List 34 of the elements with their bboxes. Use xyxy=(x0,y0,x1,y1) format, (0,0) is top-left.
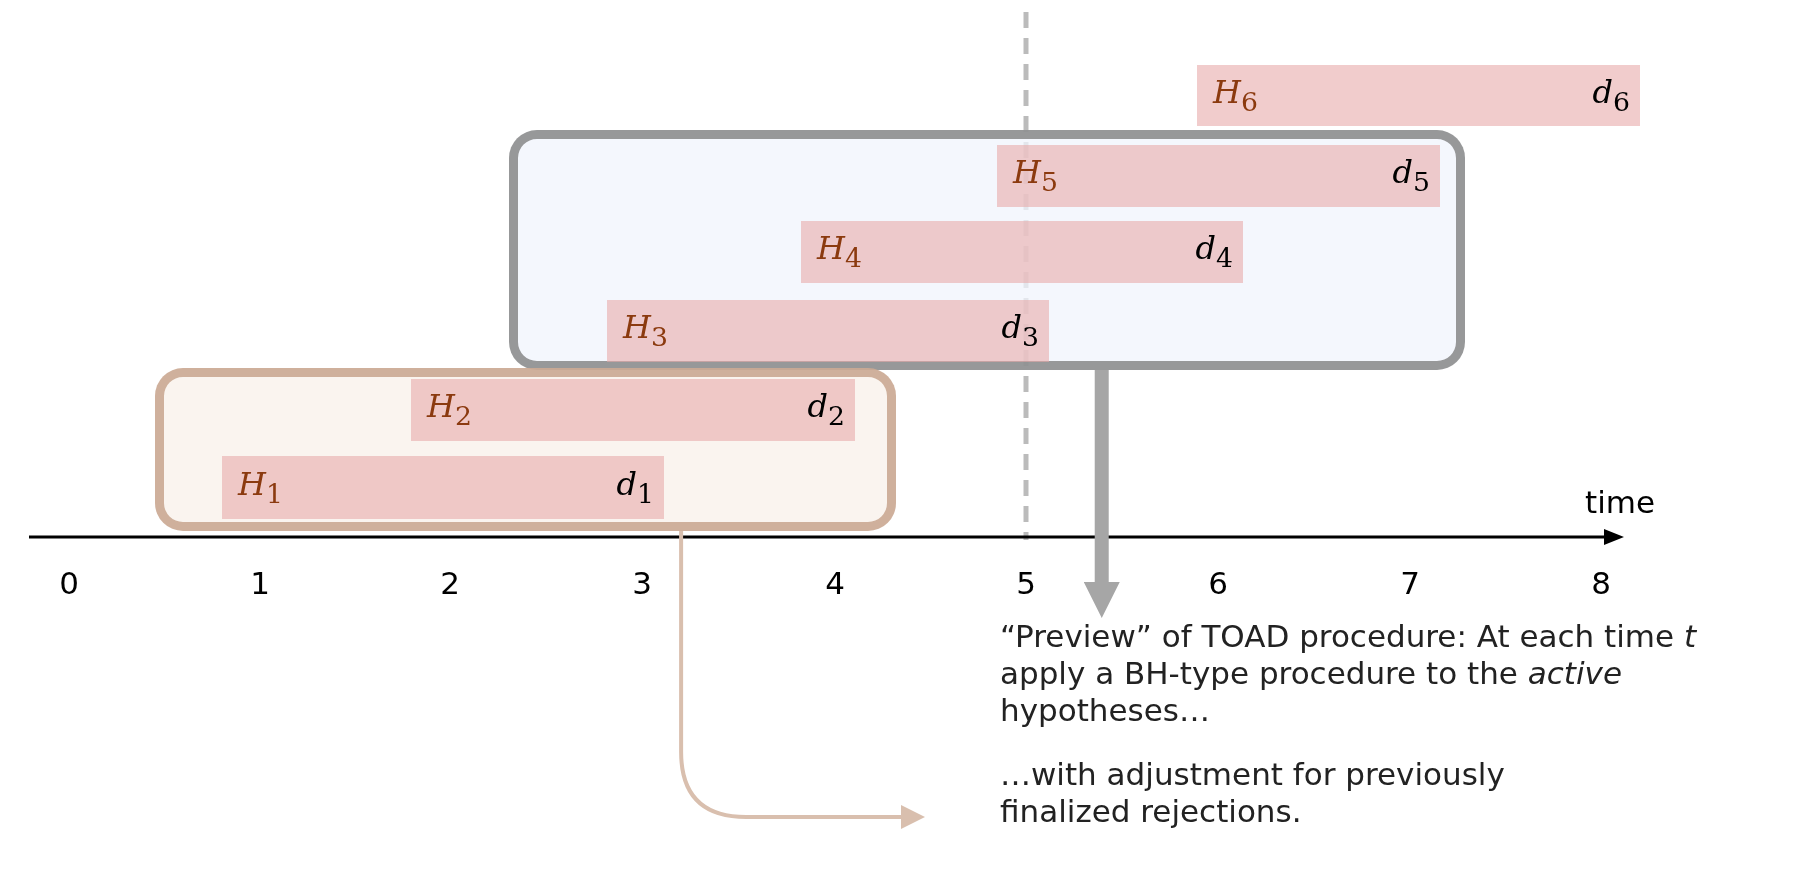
deadline-label: d$_{4}$ xyxy=(1195,232,1233,272)
axis-label: time xyxy=(1585,484,1655,520)
deadline-label: d$_{5}$ xyxy=(1392,156,1430,196)
hypothesis-bar xyxy=(222,456,664,519)
hypothesis-bar xyxy=(607,300,1049,362)
tick-label: 4 xyxy=(825,565,845,601)
hypothesis-label: H$_{2}$ xyxy=(427,390,472,430)
deadline-label: d$_{3}$ xyxy=(1001,311,1039,351)
hypothesis-label: H$_{4}$ xyxy=(817,232,862,272)
hypothesis-label: H$_{5}$ xyxy=(1013,156,1058,196)
hypothesis-label: H$_{6}$ xyxy=(1213,75,1258,116)
arrow xyxy=(679,531,925,829)
tick-label: 6 xyxy=(1208,565,1228,601)
hypothesis-label: H$_{1}$ xyxy=(238,467,283,508)
tick-label: 3 xyxy=(632,565,652,601)
tick-label: 7 xyxy=(1400,565,1420,601)
tick-label: 1 xyxy=(250,565,270,601)
tick-label: 8 xyxy=(1591,565,1611,601)
hypothesis-label: H$_{3}$ xyxy=(623,311,668,351)
note-text: “Preview” of TOAD procedure: At each time t apply a BH-type procedure to the active hypotheses… xyxy=(1000,618,1790,729)
hypothesis-bar xyxy=(1197,65,1640,126)
deadline-label: d$_{1}$ xyxy=(616,467,654,508)
deadline-label: d$_{6}$ xyxy=(1592,75,1630,116)
arrow xyxy=(1083,370,1120,618)
deadline-label: d$_{2}$ xyxy=(807,390,845,430)
group-box xyxy=(509,130,1465,370)
group-box xyxy=(155,368,896,531)
hypothesis-bar xyxy=(411,379,855,441)
tick-label: 5 xyxy=(1016,565,1036,601)
note-text: …with adjustment for previously finalized rejections. xyxy=(1000,756,1520,830)
tick-label: 2 xyxy=(440,565,460,601)
hypothesis-bar xyxy=(997,145,1440,207)
tick-label: 0 xyxy=(59,565,79,601)
hypothesis-bar xyxy=(801,221,1243,283)
